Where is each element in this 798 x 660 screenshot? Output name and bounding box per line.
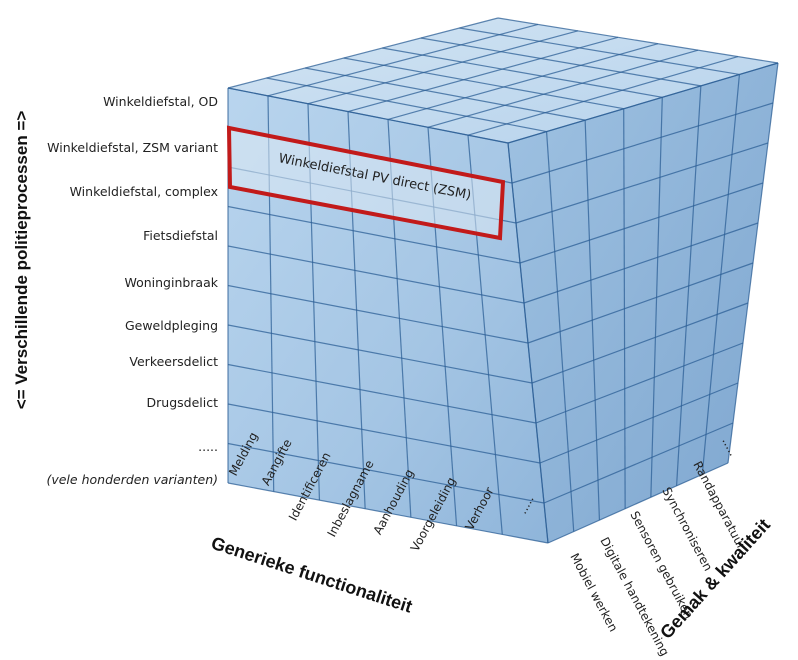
grid-line <box>227 17 499 89</box>
grid-line <box>227 324 533 384</box>
process-label: Verkeersdelict <box>129 354 218 369</box>
grid-line <box>227 87 509 144</box>
grid-line <box>459 27 740 76</box>
grid-line <box>227 205 521 264</box>
process-label: ..... <box>198 439 218 454</box>
grid-line <box>227 482 549 544</box>
grid-line <box>507 62 779 144</box>
grid-line <box>347 36 619 113</box>
process-label: (vele honderden varianten) <box>46 472 218 487</box>
grid-line <box>382 47 663 98</box>
grid-line <box>227 403 541 464</box>
grid-line <box>266 77 547 133</box>
process-label: Woninginbraak <box>124 275 218 290</box>
grid-line <box>467 55 739 136</box>
cube-top-face <box>228 18 778 143</box>
process-label: Geweldpleging <box>125 318 218 333</box>
grid-line <box>387 43 659 121</box>
vertical-axis-title: <= Verschillende politieprocessen => <box>12 111 31 410</box>
grid-line <box>227 245 525 304</box>
process-label: Winkeldiefstal, complex <box>70 184 218 199</box>
grid-line <box>539 382 739 464</box>
grid-line <box>531 302 749 384</box>
grid-line <box>307 30 579 105</box>
horizontal-axis-title: Generieke functionaliteit <box>209 533 415 617</box>
grid-line <box>535 342 744 424</box>
grid-line <box>497 17 779 64</box>
grid-line <box>515 142 769 224</box>
grid-line <box>519 182 764 264</box>
process-labels: Winkeldiefstal, OD Winkeldiefstal, ZSM va… <box>46 94 218 487</box>
process-label: Winkeldiefstal, OD <box>103 94 218 109</box>
grid-line <box>527 262 754 344</box>
grid-line <box>547 462 729 544</box>
grid-line <box>543 422 734 504</box>
grid-line <box>427 49 699 128</box>
grid-line <box>267 23 539 97</box>
process-label: Fietsdiefstal <box>143 228 218 243</box>
cube-side-face <box>508 63 778 543</box>
grid-line <box>227 442 545 504</box>
grid-line <box>511 102 774 184</box>
grid-line <box>343 57 624 110</box>
grid-line <box>227 363 537 424</box>
grid-line <box>305 67 586 121</box>
process-label: Drugsdelict <box>147 395 219 410</box>
grid-line <box>523 222 759 304</box>
highlight-box <box>226 125 506 241</box>
process-label: Winkeldiefstal, ZSM variant <box>47 140 218 155</box>
grid-line <box>420 37 701 87</box>
grid-line <box>227 284 529 344</box>
